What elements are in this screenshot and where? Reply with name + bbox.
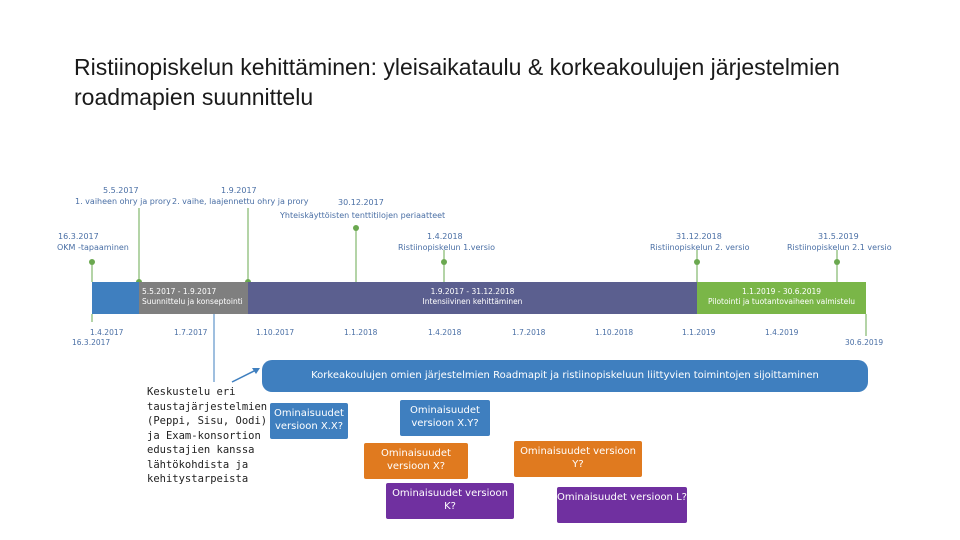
milestone-date: 31.5.2019 (818, 232, 859, 241)
axis-start-top: 1.4.2017 (90, 328, 124, 337)
milestone-text: Ristiinopiskelun 2.1 versio (787, 243, 892, 252)
feature-box-purple: Ominaisuudet versioon K? (386, 483, 514, 519)
milestone-date: 16.3.2017 (58, 232, 99, 241)
milestone-text: 1. vaiheen ohry ja prory (75, 197, 171, 206)
axis-tick: 1.1.2018 (344, 328, 378, 337)
milestone-date: 31.12.2018 (676, 232, 722, 241)
note-line: (Peppi, Sisu, Oodi) (147, 415, 268, 427)
feature-box-blue: Ominaisuudet versioon X.Y? (400, 400, 490, 436)
discussion-note: Keskustelu eri taustajärjestelmien (Pepp… (147, 385, 267, 487)
axis-tick: 1.4.2018 (428, 328, 462, 337)
phase-dates: 1.1.2019 - 30.6.2019 (741, 287, 822, 296)
milestone-text: 2. vaihe, laajennettu ohry ja prory (172, 197, 309, 206)
axis-tick: 1.4.2019 (765, 328, 799, 337)
phase-bar-planning: 5.5.2017 - 1.9.2017 Suunnittelu ja konse… (139, 282, 248, 314)
milestone-text: Ristiinopiskelun 2. versio (650, 243, 750, 252)
milestone-text: Ristiinopiskelun 1.versio (398, 243, 496, 252)
phase-bar-initial (92, 282, 139, 314)
milestone-date: 5.5.2017 (103, 186, 139, 195)
note-line: ja Exam-konsortion (147, 429, 261, 442)
milestone-date: 1.4.2018 (427, 232, 463, 241)
feature-box-orange: Ominaisuudet versioon Y? (514, 441, 642, 477)
note-line: lähtökohdista ja (147, 458, 249, 471)
note-line: edustajien kanssa (147, 444, 255, 456)
milestone-text: OKM -tapaaminen (57, 243, 129, 252)
phase-label: Intensiivinen kehittäminen (422, 297, 523, 306)
axis-tick: 1.7.2018 (512, 328, 546, 337)
phase-dates: 1.9.2017 - 31.12.2018 (430, 287, 515, 296)
feature-box-orange: Ominaisuudet versioon X? (364, 443, 468, 479)
feature-box-blue: Ominaisuudet versioon X.X? (270, 403, 348, 439)
axis-end: 30.6.2019 (845, 338, 884, 347)
milestone-date: 30.12.2017 (338, 198, 384, 207)
note-line: taustajärjestelmien (147, 400, 268, 413)
phase-bar-development: 1.9.2017 - 31.12.2018 Intensiivinen kehi… (248, 282, 697, 314)
phase-dates: 5.5.2017 - 1.9.2017 (142, 287, 217, 296)
axis-tick: 1.10.2017 (256, 328, 295, 337)
axis-start-bottom: 16.3.2017 (72, 338, 111, 347)
axis-tick: 1.1.2019 (682, 328, 716, 337)
phase-bar-pilot: 1.1.2019 - 30.6.2019 Pilotointi ja tuota… (697, 282, 866, 314)
feature-box-purple: Ominaisuudet versioon L? (557, 487, 687, 523)
roadmap-banner: Korkeakoulujen omien järjestelmien Roadm… (262, 360, 868, 392)
phase-label: Pilotointi ja tuotantovaiheen valmistelu (707, 297, 856, 306)
note-line: Keskustelu eri (147, 386, 236, 398)
phase-label: Suunnittelu ja konseptointi (142, 297, 243, 306)
milestone-date: 1.9.2017 (221, 186, 257, 195)
axis-tick: 1.10.2018 (595, 328, 634, 337)
axis-tick: 1.7.2017 (174, 328, 208, 337)
milestone-text: Yhteiskäyttöisten tenttitilojen periaatt… (280, 211, 446, 220)
page-title: Ristiinopiskelun kehittäminen: yleisaika… (74, 54, 840, 110)
note-line: kehitystarpeista (147, 473, 249, 485)
